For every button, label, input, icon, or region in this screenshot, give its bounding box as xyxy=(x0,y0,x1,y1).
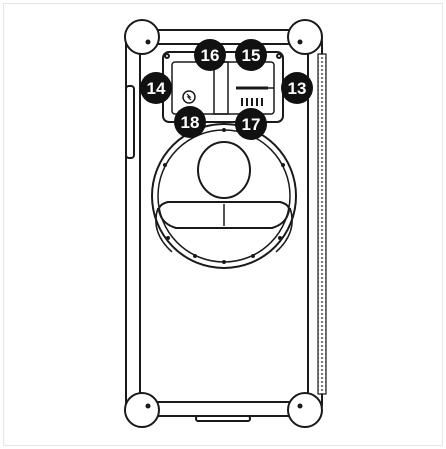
screw-icon xyxy=(297,39,303,45)
callout-13-badge xyxy=(281,72,313,104)
callout-14-badge xyxy=(140,72,172,104)
callout-16: 16 xyxy=(194,39,226,71)
callout-15: 15 xyxy=(235,39,267,71)
panel-screw-icon xyxy=(164,53,170,59)
power-jack-icon xyxy=(182,90,196,104)
vent-slots xyxy=(241,98,263,106)
corner-bumper-top-right xyxy=(287,19,323,55)
callout-17-label: 17 xyxy=(242,115,261,134)
callout-17-badge xyxy=(235,108,267,140)
callout-18-badge xyxy=(174,106,206,138)
callout-15-badge xyxy=(235,39,267,71)
screw-icon xyxy=(222,128,226,132)
callout-14-label: 14 xyxy=(147,79,166,98)
corner-bumpers xyxy=(124,19,323,428)
corner-bumper-top-left xyxy=(124,19,160,55)
screw-icon xyxy=(145,403,151,409)
callout-18-label: 18 xyxy=(181,113,200,132)
callout-15-label: 15 xyxy=(242,46,261,65)
diagram-frame xyxy=(3,3,443,446)
carry-handle xyxy=(158,201,290,229)
callout-13-label: 13 xyxy=(288,79,307,98)
callout-16-label: 16 xyxy=(201,46,220,65)
screw-icon xyxy=(222,260,226,264)
callout-17: 17 xyxy=(235,108,267,140)
bottom-foot xyxy=(195,415,251,422)
screw-icon xyxy=(193,254,197,258)
radiator-inner-ring xyxy=(157,129,291,263)
screw-icon xyxy=(166,236,170,240)
screw-icon xyxy=(281,163,285,167)
callout-18: 18 xyxy=(174,106,206,138)
left-side-handle xyxy=(125,85,135,159)
radiator-assembly xyxy=(151,123,297,269)
corner-screws xyxy=(145,39,303,409)
corner-bumper-bottom-right xyxy=(287,392,323,428)
callout-14: 14 xyxy=(140,72,172,104)
handle-left-bracket xyxy=(155,207,173,253)
screw-icon xyxy=(278,236,282,240)
screw-icon xyxy=(251,254,255,258)
callout-16-badge xyxy=(194,39,226,71)
handle-right-bracket xyxy=(275,207,293,253)
panel-screw-icon xyxy=(276,53,282,59)
callout-13: 13 xyxy=(281,72,313,104)
corner-bumper-bottom-left xyxy=(124,392,160,428)
radiator-screws xyxy=(163,128,285,264)
radiator-center-cap xyxy=(197,141,251,199)
screw-icon xyxy=(163,163,167,167)
power-symbol-icon xyxy=(186,93,192,101)
input-panel-divider xyxy=(213,61,229,115)
right-grille-strip xyxy=(317,53,327,395)
radiator-outer-ring xyxy=(151,123,297,269)
screw-icon xyxy=(297,403,303,409)
screw-icon xyxy=(145,39,151,45)
